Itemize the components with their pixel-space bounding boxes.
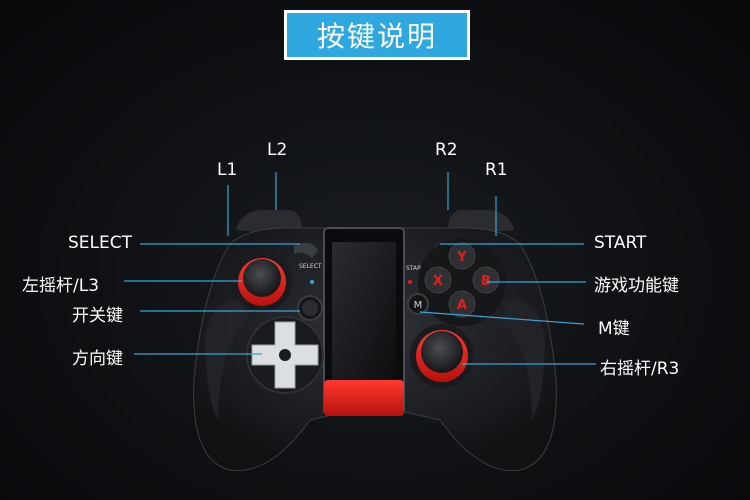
label-r2: R2	[435, 140, 458, 160]
label-power: 开关键	[72, 301, 123, 326]
y-button-label: Y	[456, 250, 467, 265]
label-select: SELECT	[68, 233, 132, 253]
select-text: SELECT	[299, 263, 322, 270]
right-stick-cap	[421, 331, 463, 373]
dpad-center	[279, 349, 291, 361]
label-dpad: 方向键	[72, 344, 123, 369]
label-r1: R1	[485, 160, 508, 180]
power-button-inner	[302, 300, 318, 316]
label-m-key: M键	[598, 314, 630, 339]
label-l1: L1	[217, 160, 237, 180]
left-stick-cap	[243, 259, 281, 297]
x-button-label: X	[433, 274, 443, 289]
indicator-led-left	[310, 280, 314, 284]
label-left-stick: 左摇杆/L3	[22, 271, 99, 296]
label-l2: L2	[267, 140, 287, 160]
label-right-stick: 右摇杆/R3	[600, 354, 679, 379]
label-start: START	[594, 233, 646, 253]
m-button-label: M	[414, 300, 423, 311]
a-button-label: A	[457, 298, 467, 313]
label-function-keys: 游戏功能键	[594, 271, 679, 296]
red-clamp-base	[324, 380, 404, 416]
phone-screen	[332, 242, 396, 382]
indicator-led-right	[408, 280, 412, 284]
